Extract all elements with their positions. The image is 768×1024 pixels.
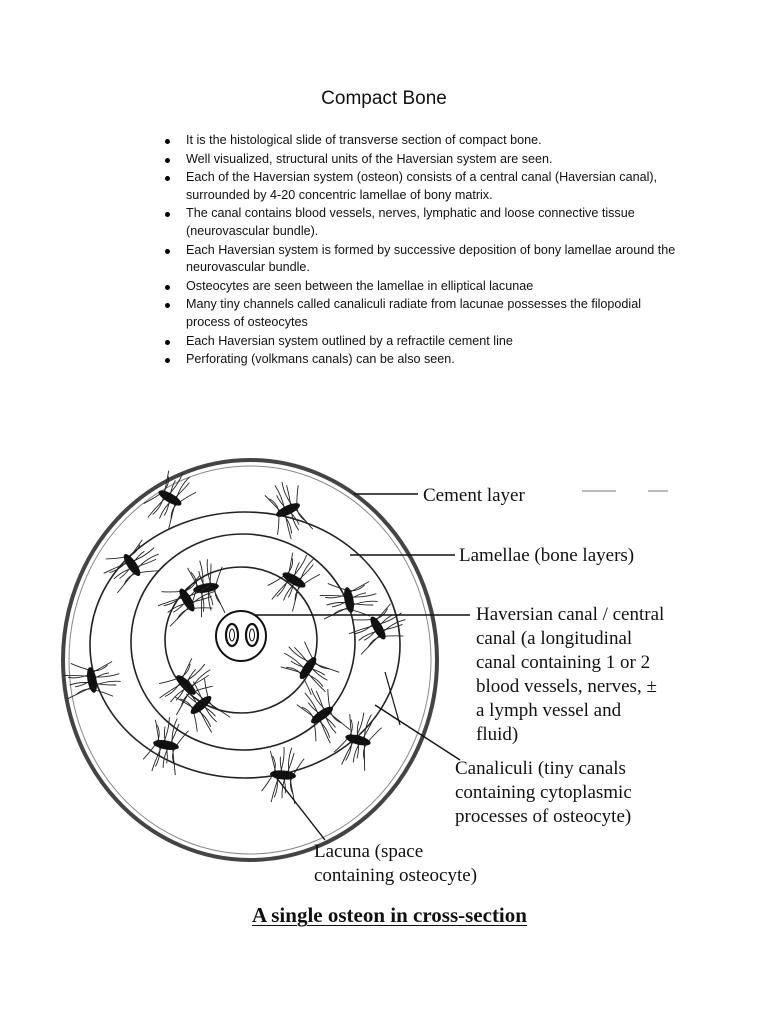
bullet-item: Well visualized, structural units of the…	[164, 151, 684, 169]
bullet-item: Many tiny channels called canaliculi rad…	[164, 296, 684, 331]
label-haversian-line: Haversian canal / central	[476, 604, 664, 625]
bullet-item: Perforating (volkmans canals) can be als…	[164, 351, 684, 369]
osteocyte	[263, 546, 325, 614]
label-haversian-line: fluid)	[476, 724, 518, 745]
bullet-item: It is the histological slide of transver…	[164, 132, 684, 150]
osteon-diagram: Cement layer Lamellae (bone layers) Have…	[0, 440, 768, 900]
label-haversian-line: blood vessels, nerves, ±	[476, 676, 657, 697]
bullet-item: Each of the Haversian system (osteon) co…	[164, 169, 684, 204]
leader-lacuna	[272, 772, 325, 840]
osteocyte	[290, 681, 355, 750]
label-lamellae: Lamellae (bone layers)	[459, 545, 634, 566]
haversian-canal	[216, 611, 266, 661]
label-haversian-line: a lymph vessel and	[476, 700, 622, 721]
bullet-item: Osteocytes are seen between the lamellae…	[164, 278, 684, 296]
label-canaliculi-line: processes of osteocyte)	[455, 806, 631, 827]
osteocyte	[274, 636, 343, 701]
label-cement-layer: Cement layer	[423, 485, 525, 506]
label-canaliculi-line: containing cytoplasmic	[455, 782, 632, 803]
osteocyte	[139, 464, 201, 532]
osteocyte	[261, 745, 305, 804]
label-lacuna-line: containing osteocyte)	[314, 865, 477, 886]
label-haversian-line: canal (a longitudinal	[476, 628, 632, 649]
page-title: Compact Bone	[0, 88, 768, 110]
osteocyte	[152, 651, 220, 719]
osteocyte	[258, 476, 318, 544]
diagram-caption: A single osteon in cross-section	[252, 903, 527, 928]
osteocyte	[153, 569, 221, 631]
label-canaliculi-line: Canaliculi (tiny canals	[455, 758, 626, 779]
label-lacuna-line: Lacuna (space	[314, 841, 423, 862]
bullet-item: Each Haversian system outlined by a refr…	[164, 333, 684, 351]
bullet-item: The canal contains blood vessels, nerves…	[164, 205, 684, 240]
bullet-list: It is the histological slide of transver…	[164, 132, 684, 370]
osteocyte	[318, 575, 380, 624]
osteocyte	[331, 708, 384, 772]
bullet-item: Each Haversian system is formed by succe…	[164, 242, 684, 277]
label-haversian-line: canal containing 1 or 2	[476, 652, 650, 673]
osteocyte	[98, 533, 167, 598]
